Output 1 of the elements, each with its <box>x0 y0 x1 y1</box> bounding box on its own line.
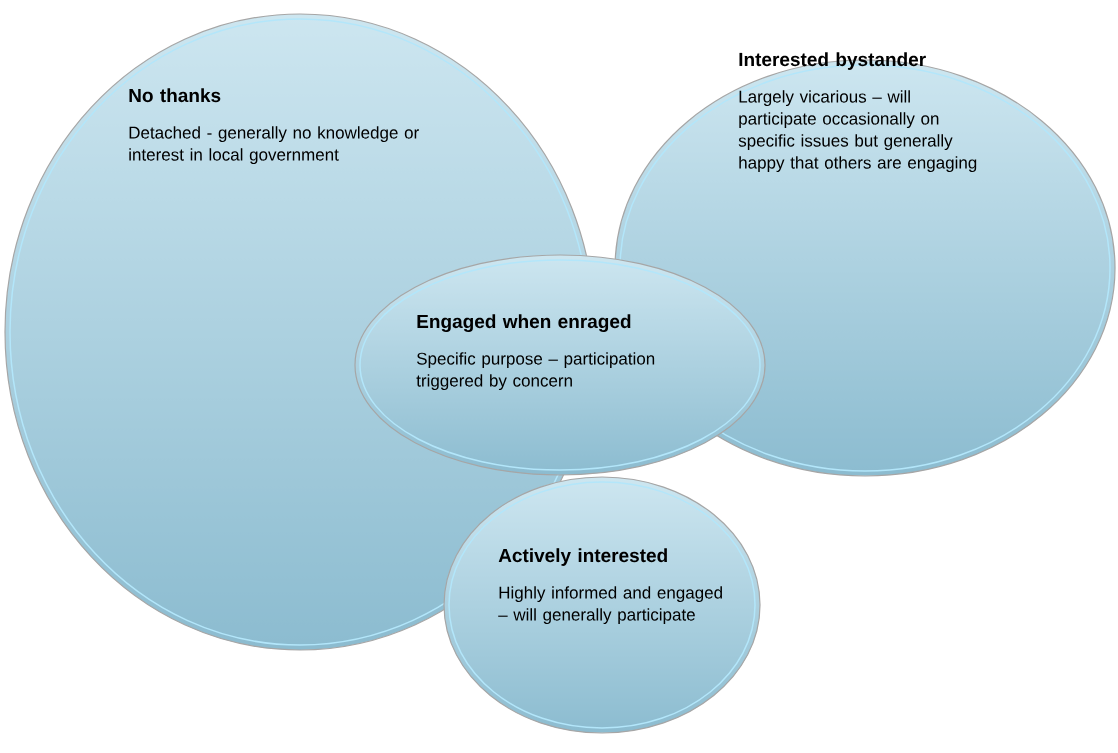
ellipse-bubble: Actively interested Highly informed and engaged – will generally participate <box>443 476 761 734</box>
